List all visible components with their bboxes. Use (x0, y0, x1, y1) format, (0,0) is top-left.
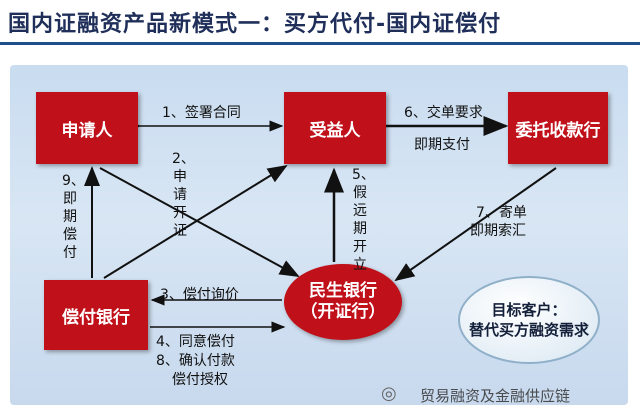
target-text: 替代买方融资需求 (468, 321, 589, 339)
step-2-label: 2、申请开证 (172, 151, 195, 239)
step-4-label: 4、同意偿付 (156, 334, 235, 350)
arrow-send-docs (394, 167, 557, 282)
arrow-bank-to-beneficiary (103, 164, 288, 279)
step-9-label: 9、即期偿付 (62, 173, 85, 261)
arrow-apply-lc (99, 167, 300, 277)
step-8-label: 8、确认付款 (156, 353, 235, 369)
wechat-icon: ◎ (381, 383, 397, 404)
watermark: 贸易融资及金融供应链 (420, 387, 571, 405)
node-issuing-bank: 民生银行 （开证行） (284, 264, 402, 340)
target-customer-callout: 目标客户： 替代买方融资需求 (458, 276, 600, 364)
step-3-label: 3、偿付询价 (160, 287, 239, 303)
target-heading: 目标客户： (491, 300, 567, 319)
node-paying-bank: 偿付银行 (44, 280, 148, 350)
page-title: 国内证融资产品新模式一：买方代付-国内证偿付 (8, 12, 502, 37)
step-8-sub-label: 偿付授权 (172, 372, 228, 388)
step-7-label: 7、寄单 (476, 205, 527, 221)
issuing-bank-name: 民生银行 (309, 280, 377, 301)
step-5-label: 5、假远期开立 (352, 167, 375, 273)
step-6-label: 6、交单要求 (404, 105, 483, 121)
title-divider (0, 42, 640, 45)
step-7-sub-label: 即期索汇 (470, 223, 526, 239)
node-collecting-bank: 委托收款行 (508, 92, 608, 164)
node-beneficiary: 受益人 (284, 92, 386, 164)
node-applicant: 申请人 (36, 92, 138, 164)
step-6-sub-label: 即期支付 (414, 137, 470, 153)
issuing-bank-role: （开证行） (300, 302, 386, 322)
step-1-label: 1、签署合同 (162, 105, 241, 121)
